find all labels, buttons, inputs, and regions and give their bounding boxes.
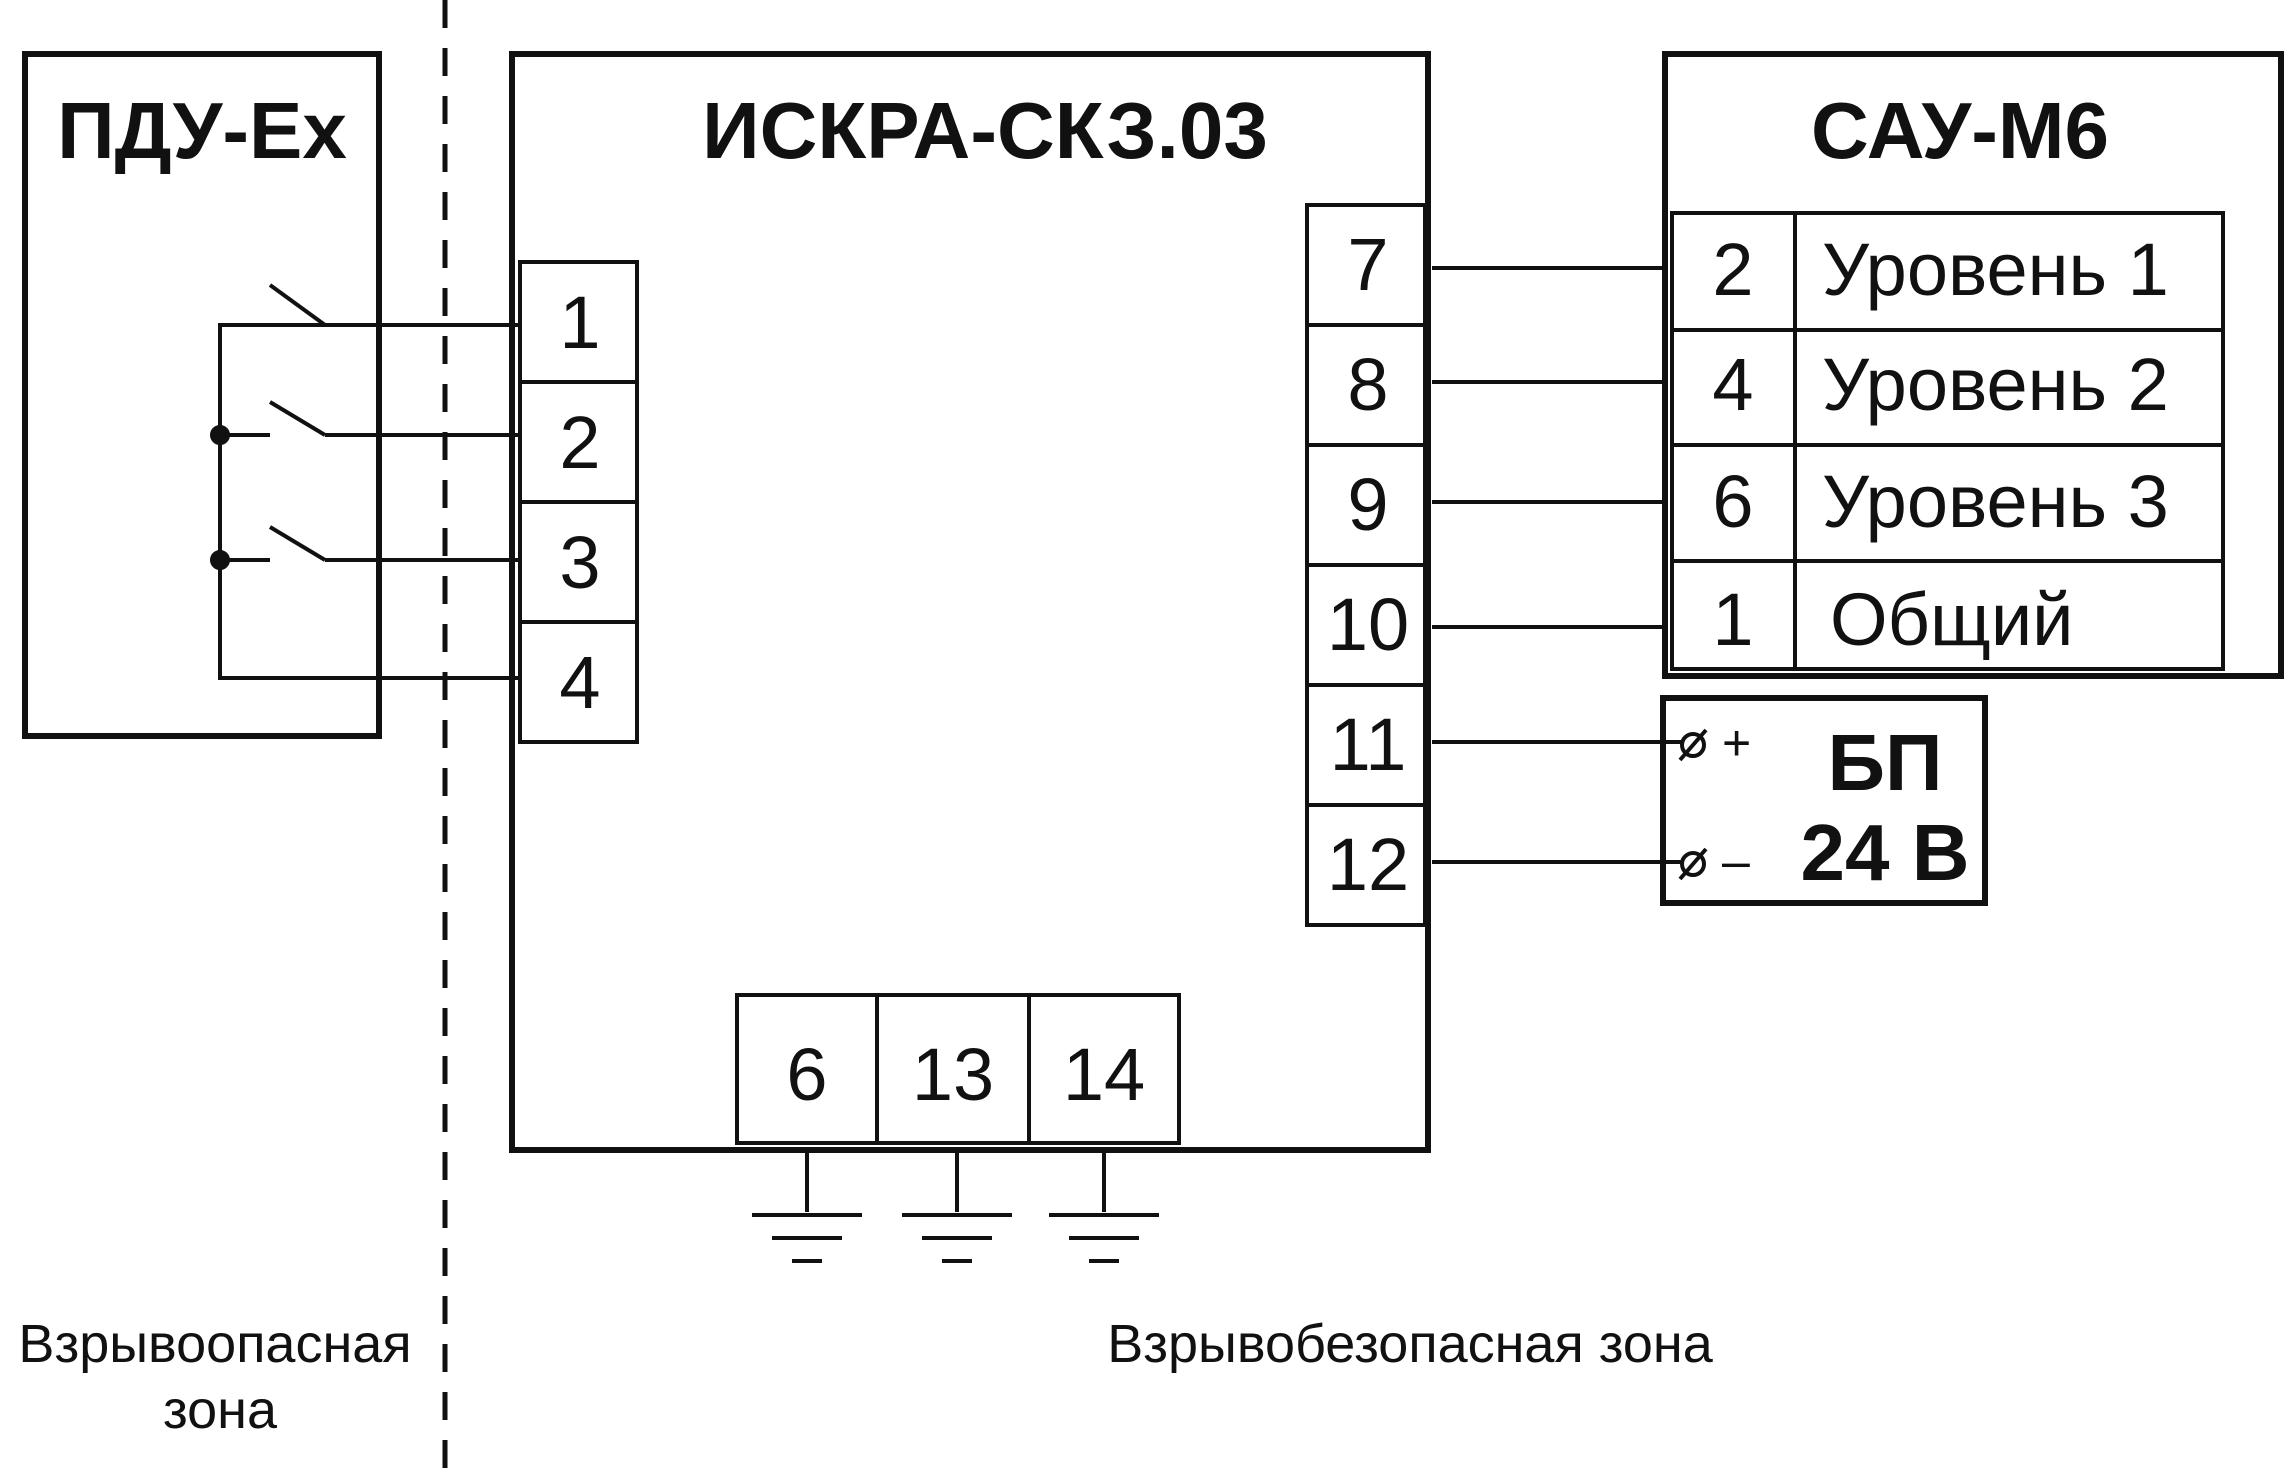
psu-plus-sign: + bbox=[1722, 715, 1751, 771]
sau-level-label: Уровень 2 bbox=[1822, 343, 2169, 426]
sau-level-label: Общий bbox=[1830, 578, 2074, 661]
iskra-bottom-terminals bbox=[735, 993, 1181, 1145]
sau-level-label: Уровень 3 bbox=[1822, 460, 2169, 543]
sau-block: САУ-М6 2 Уровень 1 4 Уровень 2 6 Уровень… bbox=[1662, 51, 2284, 679]
terminal-label: 12 bbox=[1327, 823, 1409, 906]
psu-block: + – БП 24 В bbox=[1660, 695, 1988, 906]
sau-terminal: 4 bbox=[1712, 343, 1753, 426]
pdu-title: ПДУ-Ex bbox=[57, 86, 347, 175]
psu-voltage: 24 В bbox=[1801, 808, 1970, 897]
terminal-label: 1 bbox=[559, 281, 600, 364]
terminal-label: 4 bbox=[559, 641, 600, 724]
sau-table bbox=[1670, 211, 2225, 671]
hazardous-zone-label: Взрывоопасная bbox=[18, 1314, 411, 1374]
terminal-label: 11 bbox=[1330, 703, 1407, 786]
psu-minus-sign: – bbox=[1722, 833, 1750, 889]
sau-terminal: 1 bbox=[1712, 578, 1753, 661]
wires-iskra-sau bbox=[1432, 266, 1682, 864]
ground-symbols bbox=[752, 1150, 1159, 1263]
iskra-right-terminals bbox=[1305, 203, 1427, 927]
switch-network bbox=[210, 283, 520, 680]
psu-title: БП bbox=[1828, 718, 1943, 807]
terminal-label: 8 bbox=[1347, 343, 1388, 426]
terminal-label: 9 bbox=[1347, 463, 1388, 546]
terminal-label: 6 bbox=[786, 1033, 827, 1116]
iskra-title: ИСКРА-СКЗ.03 bbox=[702, 86, 1268, 175]
safe-zone-label: Взрывобезопасная зона bbox=[1107, 1314, 1713, 1374]
terminal-label: 3 bbox=[559, 521, 600, 604]
sau-level-label: Уровень 1 bbox=[1822, 228, 2169, 311]
terminal-label: 14 bbox=[1063, 1033, 1145, 1116]
terminal-screw-icon bbox=[1680, 732, 1706, 758]
terminal-label: 13 bbox=[912, 1033, 994, 1116]
terminal-screw-icon bbox=[1680, 851, 1706, 877]
terminal-label: 10 bbox=[1327, 583, 1409, 666]
sau-terminal: 2 bbox=[1712, 228, 1753, 311]
terminal-label: 2 bbox=[559, 401, 600, 484]
pdu-block: ПДУ-Ex bbox=[22, 51, 520, 739]
iskra-left-terminals bbox=[518, 260, 639, 744]
sau-terminal: 6 bbox=[1712, 460, 1753, 543]
terminal-label: 7 bbox=[1347, 223, 1388, 306]
sau-title: САУ-М6 bbox=[1811, 86, 2109, 175]
psu-terminal-icons bbox=[1678, 728, 1708, 881]
hazardous-zone-label: зона bbox=[163, 1380, 278, 1440]
iskra-block: ИСКРА-СКЗ.03 1 2 3 4 7 8 9 10 11 12 bbox=[509, 51, 1431, 1263]
